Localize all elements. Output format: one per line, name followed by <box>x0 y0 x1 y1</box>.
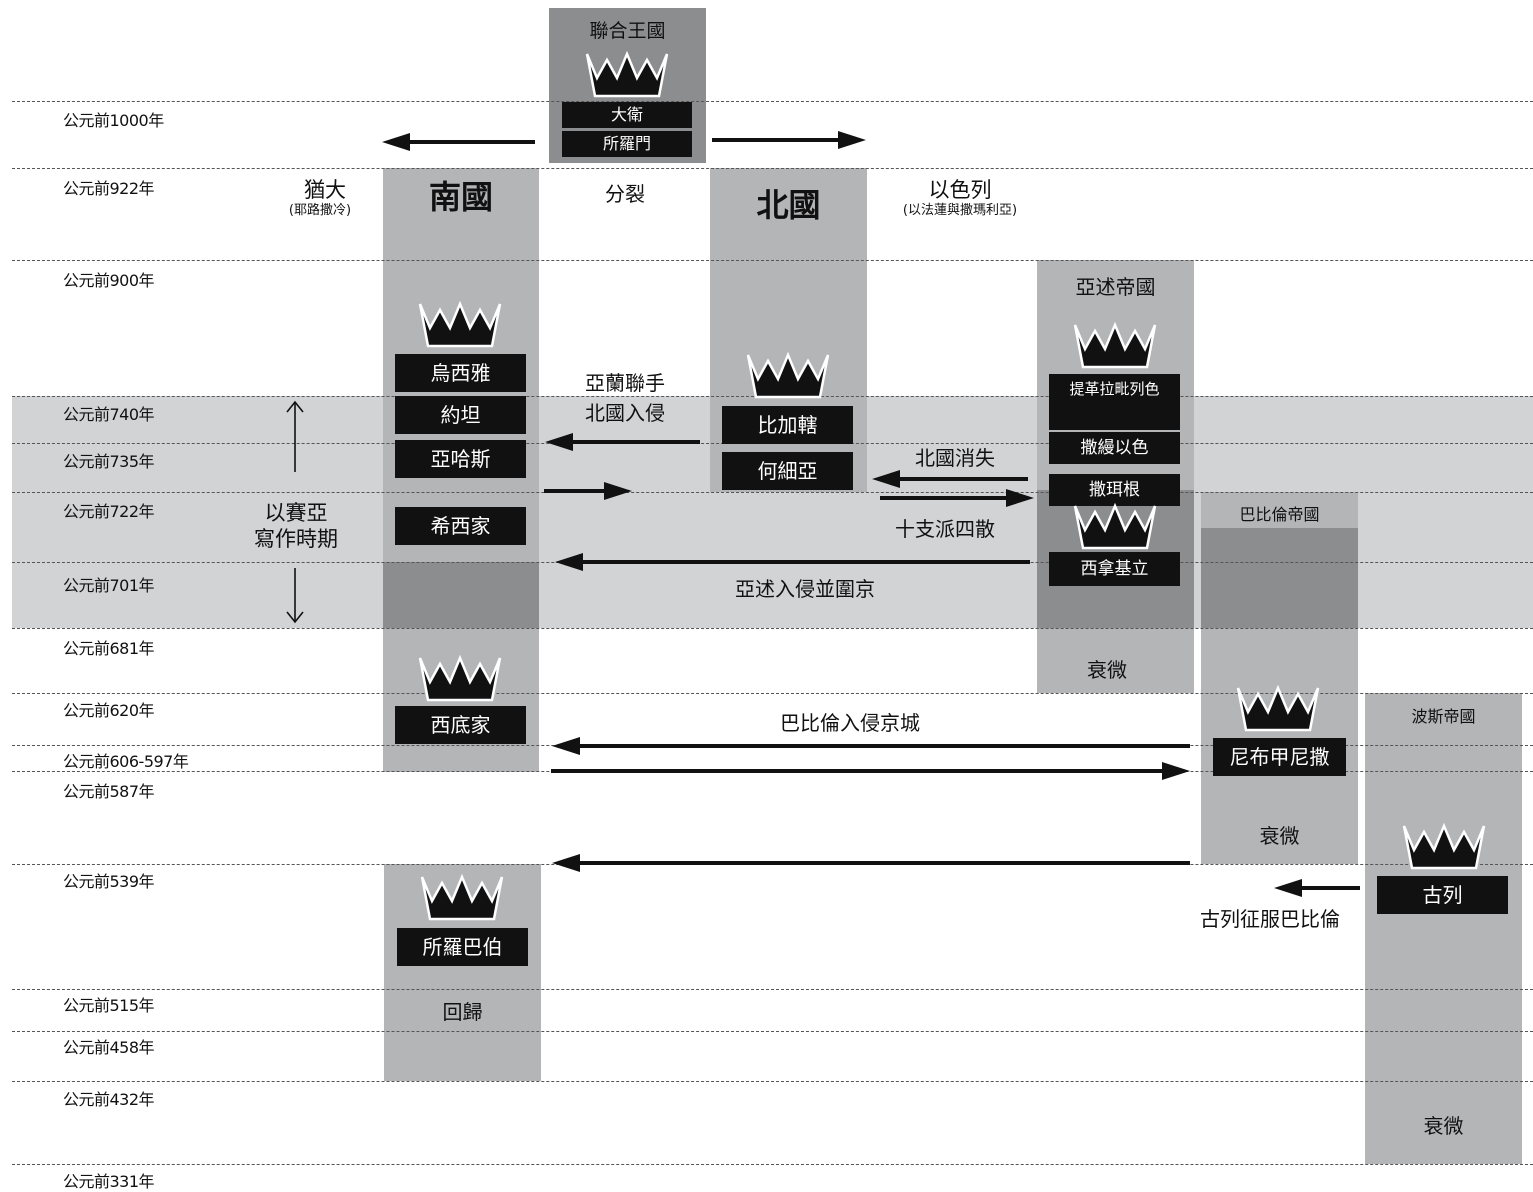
arrow-icon <box>552 854 580 872</box>
timeline-line <box>12 1031 1533 1032</box>
arrow-icon <box>1274 879 1302 897</box>
assyria-decline: 衰微 <box>1087 658 1127 682</box>
king-hoshea: 何細亞 <box>722 452 853 490</box>
year-label: 公元前900年 <box>63 271 155 290</box>
year-label: 公元前1000年 <box>63 111 164 130</box>
king-david: 大衛 <box>562 102 692 128</box>
crown-icon <box>418 302 502 348</box>
judah-capital: (耶路撒冷) <box>288 203 352 218</box>
crown-icon <box>418 656 502 702</box>
arrow-icon <box>1162 762 1190 780</box>
year-label: 公元前740年 <box>63 405 155 424</box>
arrow-icon <box>382 133 410 151</box>
israel-capital: (以法蓮與撒瑪利亞) <box>902 203 1018 218</box>
united-kingdom-title: 聯合王國 <box>589 20 666 42</box>
persia-title: 波斯帝國 <box>1411 707 1476 726</box>
return-label: 回歸 <box>442 1000 483 1024</box>
split-label: 分裂 <box>605 182 645 206</box>
babylon-column-dark <box>1201 528 1358 628</box>
crown-icon <box>746 353 830 399</box>
king-uzziah: 烏西雅 <box>395 354 526 392</box>
israel-name: 以色列 <box>928 178 992 202</box>
timeline-line <box>12 989 1533 990</box>
south-kingdom-column-dark <box>383 562 539 628</box>
event-aram-alliance: 亞蘭聯手 北國入侵 <box>585 371 665 425</box>
timeline-line <box>12 1081 1533 1082</box>
king-hezekiah: 希西家 <box>395 507 526 545</box>
babylon-decline: 衰微 <box>1259 824 1300 848</box>
king-zedekiah: 西底家 <box>395 706 526 744</box>
event-cyrus-conquers: 古列征服巴比倫 <box>1200 907 1340 931</box>
north-kingdom-title: 北國 <box>756 186 821 224</box>
year-label: 公元前722年 <box>63 502 155 521</box>
arrow-icon <box>545 433 573 451</box>
year-label: 公元前620年 <box>63 701 155 720</box>
year-label: 公元前606-597年 <box>63 752 189 771</box>
year-label: 公元前735年 <box>63 452 155 471</box>
timeline-line <box>12 628 1533 629</box>
crown-icon <box>1236 686 1320 732</box>
king-pekah: 比加轄 <box>722 406 853 444</box>
event-north-gone: 北國消失 <box>915 446 995 470</box>
king-shalmaneser: 撒縵以色 <box>1049 432 1180 464</box>
crown-icon <box>1073 323 1157 369</box>
arrow-icon <box>555 553 583 571</box>
crown-icon <box>1073 504 1157 550</box>
crown-icon <box>420 875 504 921</box>
year-label: 公元前432年 <box>63 1090 155 1109</box>
king-sennacherib: 西拿基立 <box>1049 552 1180 586</box>
year-label: 公元前539年 <box>63 872 155 891</box>
event-babylon-invade: 巴比倫入侵京城 <box>780 711 920 735</box>
timeline-line <box>12 492 1533 493</box>
year-label: 公元前681年 <box>63 639 155 658</box>
arrow-icon <box>1006 489 1034 507</box>
arrow-icon <box>604 482 632 500</box>
persia-decline: 衰微 <box>1423 1114 1464 1138</box>
arrow-icon <box>552 737 580 755</box>
judah-name: 猶大 <box>304 178 346 202</box>
crown-icon <box>585 52 669 98</box>
king-zerubbabel: 所羅巴伯 <box>397 928 528 966</box>
year-label: 公元前458年 <box>63 1038 155 1057</box>
event-assyria-siege: 亞述入侵並圍京 <box>735 577 875 601</box>
year-label: 公元前331年 <box>63 1172 155 1191</box>
year-label: 公元前922年 <box>63 179 155 198</box>
timeline-line <box>12 168 1533 169</box>
king-solomon: 所羅門 <box>562 131 692 157</box>
south-kingdom-title: 南國 <box>428 178 493 216</box>
year-label: 公元前515年 <box>63 996 155 1015</box>
crown-icon <box>1402 824 1486 870</box>
king-sargon: 撒珥根 <box>1049 474 1180 506</box>
king-cyrus: 古列 <box>1377 876 1508 914</box>
event-ten-tribes: 十支派四散 <box>895 517 995 541</box>
arrow-icon <box>838 131 866 149</box>
isaiah-period-label: 以賽亞 寫作時期 <box>254 501 338 551</box>
arrow-icon <box>872 470 900 488</box>
babylon-title: 巴比倫帝國 <box>1239 505 1320 524</box>
assyria-title: 亞述帝國 <box>1075 275 1156 299</box>
timeline-line <box>12 693 1533 694</box>
timeline-line <box>12 260 1533 261</box>
king-ahaz: 亞哈斯 <box>395 440 526 478</box>
king-jotham: 約坦 <box>395 396 526 434</box>
timeline-line <box>12 1164 1533 1165</box>
king-tiglath-pileser: 提革拉毗列色 <box>1049 374 1180 430</box>
year-label: 公元前587年 <box>63 782 155 801</box>
king-nebuchadnezzar: 尼布甲尼撒 <box>1213 738 1346 776</box>
timeline-line <box>12 101 1533 102</box>
year-label: 公元前701年 <box>63 576 155 595</box>
